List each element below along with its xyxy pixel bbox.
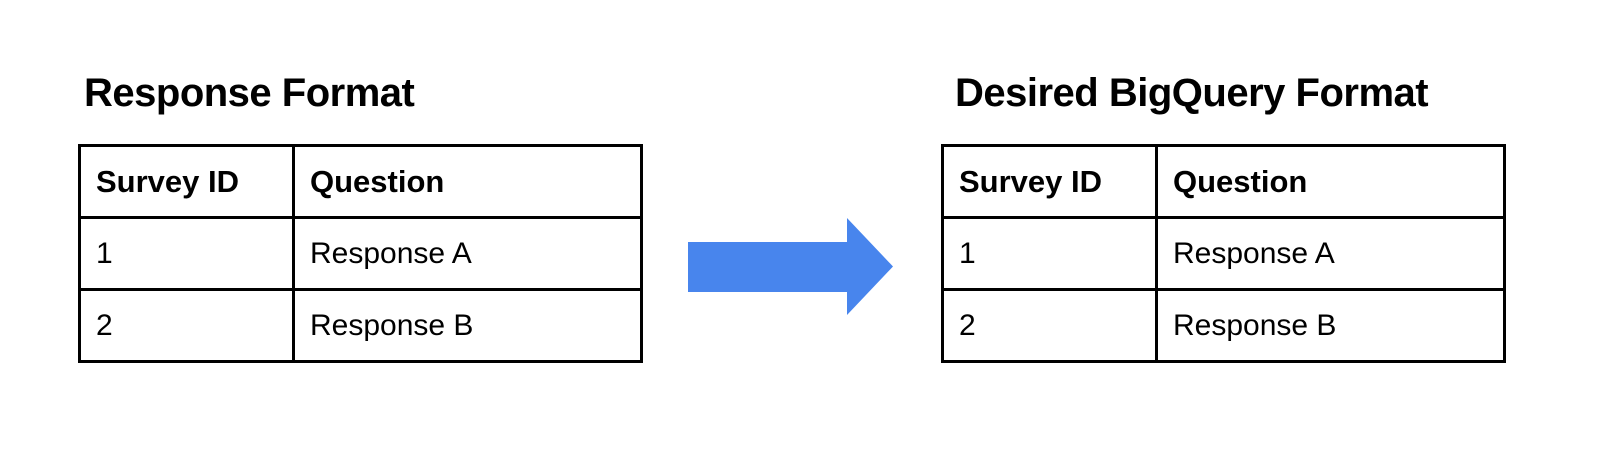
table-row: 1 Response A — [941, 216, 1506, 291]
right-row2-question: Response B — [1155, 288, 1506, 363]
header-row: Survey ID Question — [941, 144, 1506, 219]
desired-bigquery-format-table: Survey ID Question 1 Response A 2 Respon… — [941, 144, 1506, 363]
table-row: 2 Response B — [941, 288, 1506, 363]
left-row1-survey-id: 1 — [78, 216, 295, 291]
left-column-header-question: Question — [292, 144, 643, 219]
left-row2-survey-id: 2 — [78, 288, 295, 363]
left-table-title: Response Format — [84, 71, 415, 115]
left-column-header-survey-id: Survey ID — [78, 144, 295, 219]
right-arrow-icon — [688, 218, 893, 315]
right-column-header-question: Question — [1155, 144, 1506, 219]
left-row1-question: Response A — [292, 216, 643, 291]
header-row: Survey ID Question — [78, 144, 643, 219]
table-row: 2 Response B — [78, 288, 643, 363]
right-arrow-shape — [688, 218, 893, 315]
table-row: 1 Response A — [78, 216, 643, 291]
left-row2-question: Response B — [292, 288, 643, 363]
right-column-header-survey-id: Survey ID — [941, 144, 1158, 219]
right-row1-survey-id: 1 — [941, 216, 1158, 291]
right-row1-question: Response A — [1155, 216, 1506, 291]
response-format-table: Survey ID Question 1 Response A 2 Respon… — [78, 144, 643, 363]
right-row2-survey-id: 2 — [941, 288, 1158, 363]
right-table-title: Desired BigQuery Format — [955, 71, 1429, 115]
